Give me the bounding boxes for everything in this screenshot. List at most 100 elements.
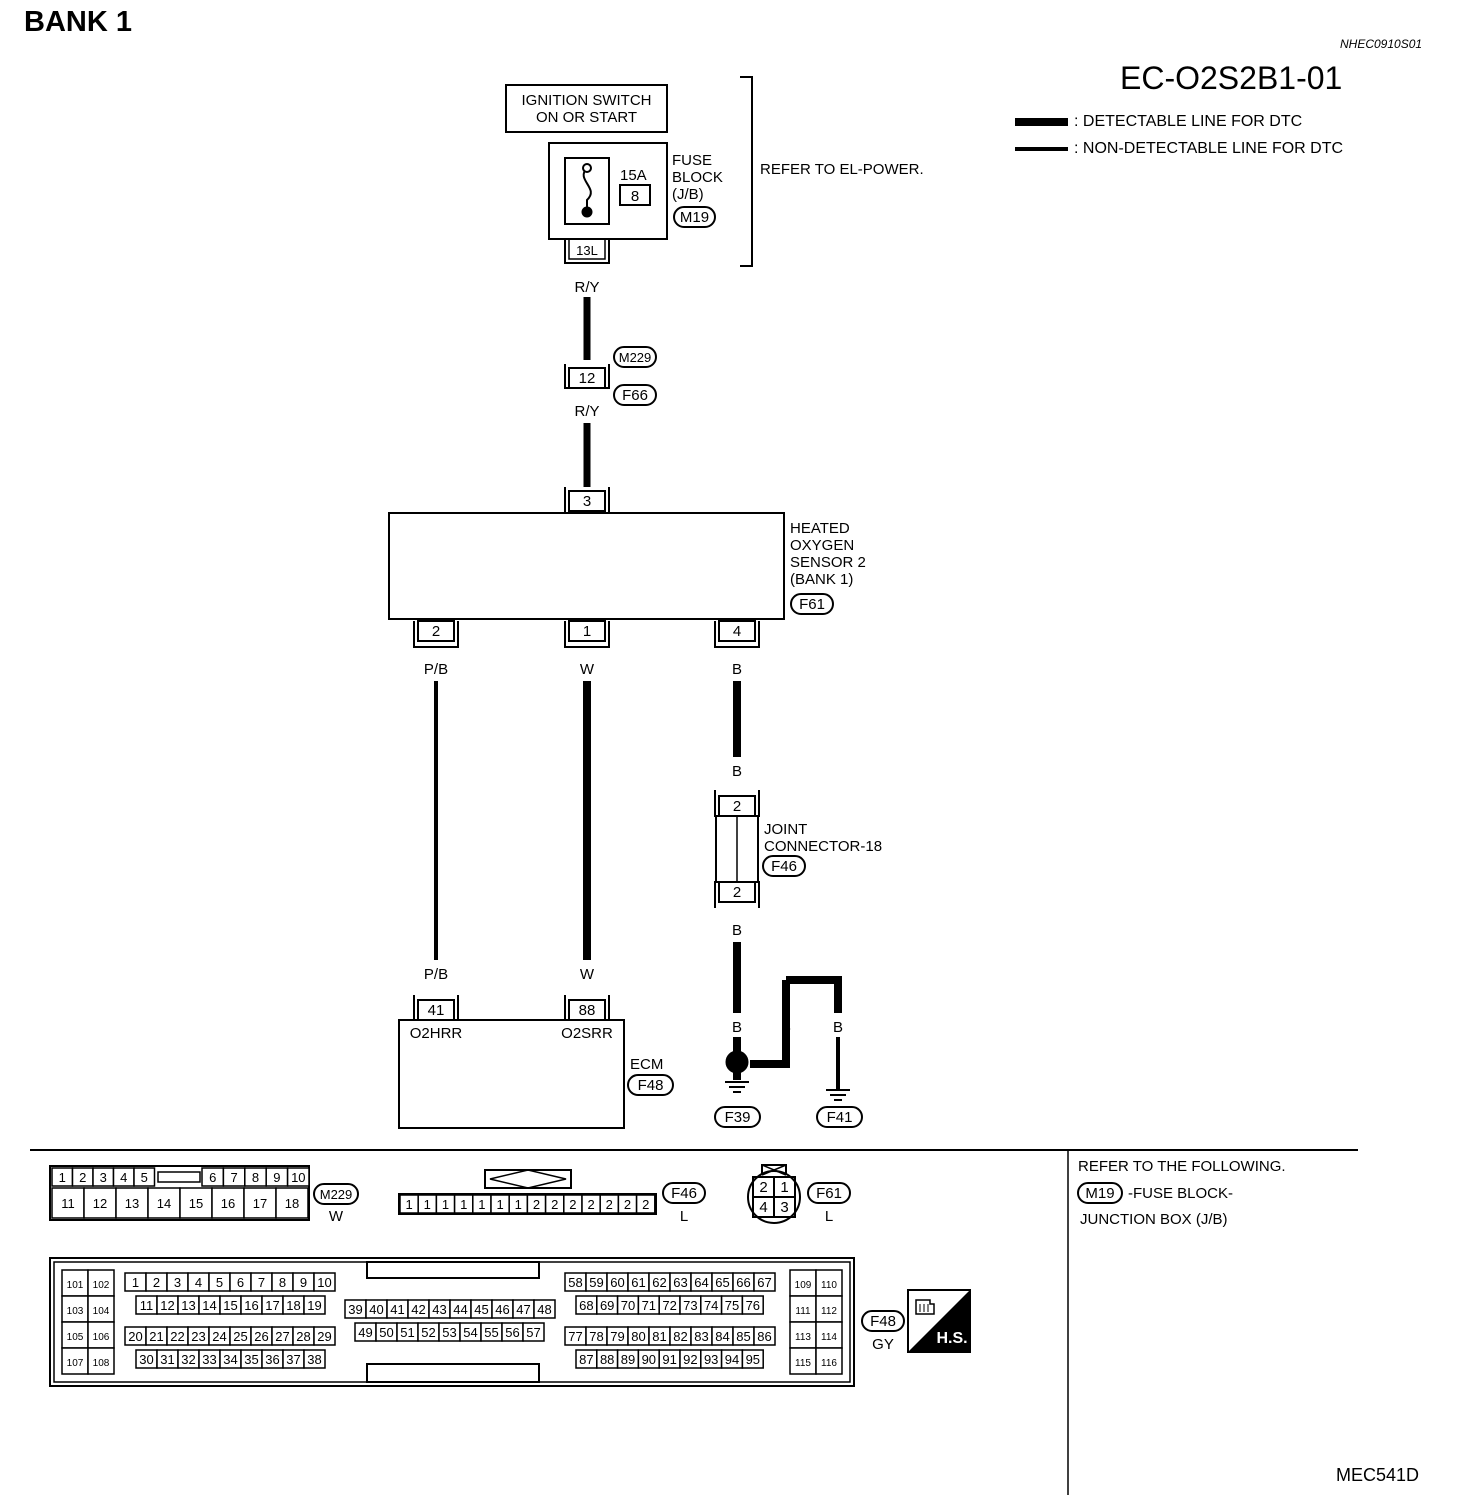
joint-pin-top: 2 — [732, 798, 742, 815]
m229-pin-6-label: 6 — [209, 1170, 216, 1185]
f48-pin-110-label: 110 — [821, 1280, 837, 1291]
m229-pin-18-cell — [275, 1187, 309, 1219]
conn-f66-badge: F66 — [622, 387, 648, 404]
wire-color-w-top: W — [579, 661, 595, 678]
f46-pin-2-label: 2 — [624, 1197, 631, 1212]
refer-line-2: JUNCTION BOX (J/B) — [1080, 1211, 1228, 1228]
f48-pin-92-label: 92 — [683, 1352, 697, 1367]
sensor-pin-3: 3 — [582, 493, 592, 510]
m229-connector — [49, 1165, 310, 1221]
f48-pin-93-label: 93 — [704, 1352, 718, 1367]
f48-pin-108-cell — [87, 1347, 115, 1375]
f48-pin-107-cell — [61, 1347, 89, 1375]
f46-pin-1-label: 1 — [424, 1197, 431, 1212]
refer-conn-m19: M19 — [1085, 1185, 1115, 1202]
m229-pin-5-label: 5 — [141, 1170, 148, 1185]
refer-el-power: REFER TO EL-POWER. — [760, 161, 924, 178]
f48-pin-74-label: 74 — [704, 1298, 718, 1313]
f48-pin-1-label: 1 — [132, 1275, 139, 1290]
f48-pin-12-label: 12 — [160, 1298, 174, 1313]
f48-pin-108-label: 108 — [93, 1358, 110, 1369]
f48-pin-62-label: 62 — [652, 1275, 666, 1290]
f48-pin-51-label: 51 — [400, 1325, 414, 1340]
f48-pin-91-label: 91 — [662, 1352, 676, 1367]
inline-connector-box — [568, 367, 606, 389]
legend-detectable: : DETECTABLE LINE FOR DTC — [1074, 113, 1303, 130]
fuse-amp: 15A — [620, 167, 647, 184]
f48-pin-61-label: 61 — [631, 1275, 645, 1290]
f48-pin-95-cell — [741, 1349, 764, 1369]
wire-color-b-joint-bottom: B — [731, 922, 742, 939]
f48-pin-80-label: 80 — [631, 1329, 645, 1344]
f48-pin-86-label: 86 — [757, 1329, 771, 1344]
f48-pin-59-label: 59 — [589, 1275, 603, 1290]
f48-connector — [49, 1257, 855, 1387]
f48-pin-111-cell — [789, 1295, 817, 1323]
m229-pin-4-label: 4 — [120, 1170, 127, 1185]
ground-f41-icon — [826, 1089, 850, 1101]
f48-pin-76-cell — [741, 1295, 764, 1315]
f48-pin-115-label: 115 — [795, 1358, 811, 1369]
sensor-label-4: (BANK 1) — [790, 571, 854, 588]
ecm-terminal-o2srr: O2SRR — [561, 1025, 613, 1042]
reference-code: NHEC0910S01 — [1340, 37, 1423, 51]
f48-pin-101-cell — [61, 1269, 89, 1297]
f61-color: L — [824, 1208, 834, 1225]
fuse-number-box — [619, 184, 651, 206]
f48-pin-29-cell — [313, 1326, 336, 1346]
f48-pin-7-label: 7 — [258, 1275, 265, 1290]
f48-pin-13-label: 13 — [181, 1298, 195, 1313]
m229-pin-12-label: 12 — [93, 1196, 107, 1211]
f46-color: L — [679, 1208, 689, 1225]
f46-id: F46 — [671, 1185, 697, 1202]
fuse-pin: 13L — [576, 243, 598, 258]
f48-pin-101-label: 101 — [67, 1280, 84, 1291]
m229-pin-18-label: 18 — [285, 1196, 299, 1211]
refer-line-1: -FUSE BLOCK- — [1128, 1185, 1234, 1202]
ecm-box — [398, 1019, 625, 1129]
f48-pin-32-label: 32 — [181, 1352, 195, 1367]
f48-pin-19-label: 19 — [307, 1298, 321, 1313]
conn-m229-badge: M229 — [618, 350, 652, 365]
m229-pin-1-label: 1 — [59, 1170, 66, 1185]
f48-pin-4-label: 4 — [195, 1275, 202, 1290]
ground-f41-badge: F41 — [826, 1109, 853, 1126]
sensor-pin-1: 1 — [582, 623, 592, 640]
fuse-block-label-2: BLOCK — [672, 169, 723, 186]
f48-pin-28-label: 28 — [296, 1329, 310, 1344]
f48-pin-73-label: 73 — [683, 1298, 697, 1313]
f48-pin-75-label: 75 — [725, 1298, 739, 1313]
f48-pin-20-label: 20 — [128, 1329, 142, 1344]
joint-label-2: CONNECTOR-18 — [764, 838, 883, 855]
fuse-icon — [582, 167, 592, 212]
f48-pin-33-label: 33 — [202, 1352, 216, 1367]
f48-pin-113-cell — [789, 1321, 817, 1349]
f48-pin-60-label: 60 — [610, 1275, 624, 1290]
f48-pin-71-label: 71 — [642, 1298, 656, 1313]
f48-pin-113-label: 113 — [795, 1332, 811, 1343]
m229-pin-10-label: 10 — [291, 1170, 305, 1185]
f48-pin-49-label: 49 — [358, 1325, 372, 1340]
m229-pin-3-label: 3 — [100, 1170, 107, 1185]
f48-pin-9-label: 9 — [300, 1275, 307, 1290]
wire-color-w-ecm: W — [579, 966, 595, 983]
f48-pin-48-cell — [533, 1299, 556, 1319]
f48-pin-39-label: 39 — [348, 1302, 362, 1317]
f48-pin-114-cell — [815, 1321, 843, 1349]
ground-f39-badge: F39 — [724, 1109, 751, 1126]
f48-pin-66-label: 66 — [736, 1275, 750, 1290]
f46-pin-2-label: 2 — [606, 1197, 613, 1212]
ignition-switch-label-2: ON OR START — [535, 109, 638, 126]
wire-color-pb-ecm: P/B — [423, 966, 449, 983]
sensor-label-2: OXYGEN — [790, 537, 855, 554]
m229-id: M229 — [319, 1187, 353, 1202]
f48-pin-38-label: 38 — [307, 1352, 321, 1367]
diagram-code: EC-O2S2B1-01 — [1120, 60, 1343, 96]
f48-pin-55-label: 55 — [484, 1325, 498, 1340]
ecm-label: ECM — [630, 1056, 664, 1073]
m229-pin-14-label: 14 — [157, 1196, 171, 1211]
sensor-label-3: SENSOR 2 — [790, 554, 866, 571]
ecm-terminal-o2hrr: O2HRR — [409, 1025, 463, 1042]
m229-pin-13-label: 13 — [125, 1196, 139, 1211]
